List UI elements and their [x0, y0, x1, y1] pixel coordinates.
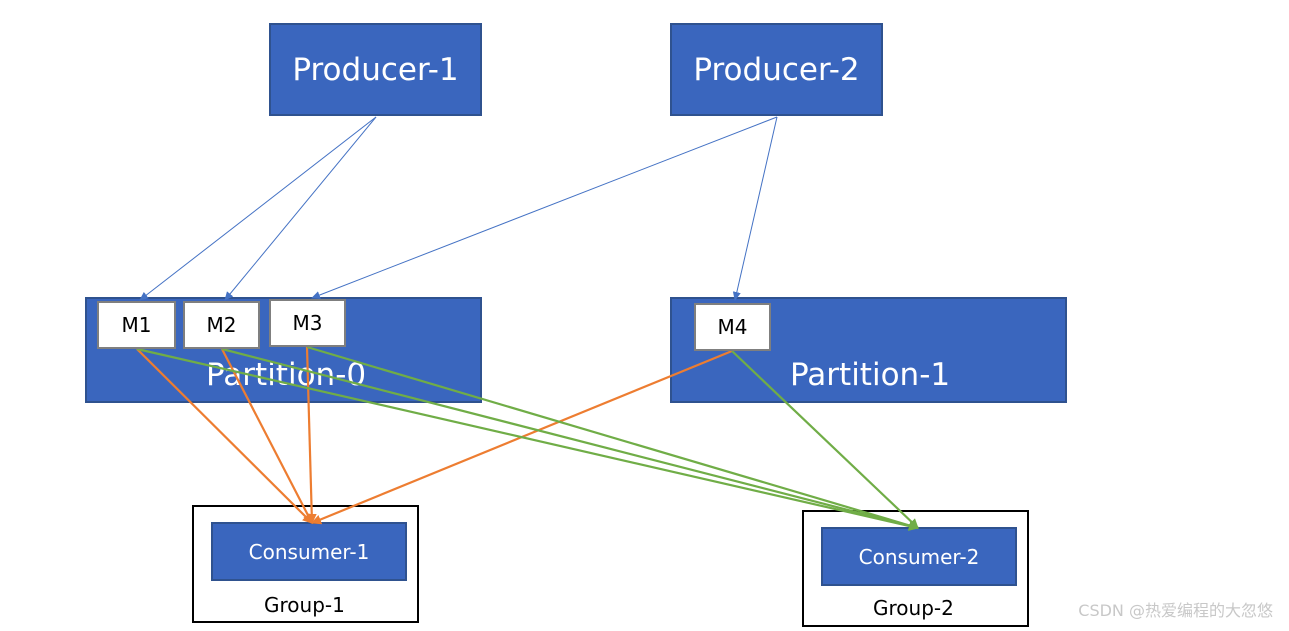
- message-m4-label: M4: [717, 315, 748, 339]
- partition-0-label: Partition-0: [206, 357, 367, 393]
- group-1-label: Group-1: [264, 593, 345, 617]
- consumer-2-box: Consumer-2: [821, 527, 1017, 586]
- message-m3-label: M3: [292, 311, 323, 335]
- consumer-1-label: Consumer-1: [248, 539, 370, 564]
- message-m1: M1: [97, 301, 176, 349]
- partition-1-label: Partition-1: [790, 357, 951, 393]
- producer-2-box: Producer-2: [670, 23, 883, 116]
- producer-1-label: Producer-1: [292, 51, 459, 88]
- group-2-label: Group-2: [873, 596, 954, 620]
- message-m4: M4: [694, 303, 771, 351]
- message-m3: M3: [269, 299, 346, 347]
- watermark: CSDN @热爱编程的大忽悠: [1078, 601, 1273, 620]
- edge-producer-2-to-m3: [311, 116, 778, 299]
- consumer-2-label: Consumer-2: [858, 544, 980, 569]
- edge-producer-1-to-m1: [139, 116, 377, 301]
- edge-producer-1-to-m2: [224, 116, 377, 301]
- consumer-1-box: Consumer-1: [211, 522, 407, 581]
- message-m1-label: M1: [121, 313, 152, 337]
- producer-2-label: Producer-2: [693, 51, 860, 88]
- edge-producer-2-to-m4: [732, 116, 778, 301]
- message-m2-label: M2: [206, 313, 237, 337]
- message-m2: M2: [183, 301, 260, 349]
- producer-1-box: Producer-1: [269, 23, 482, 116]
